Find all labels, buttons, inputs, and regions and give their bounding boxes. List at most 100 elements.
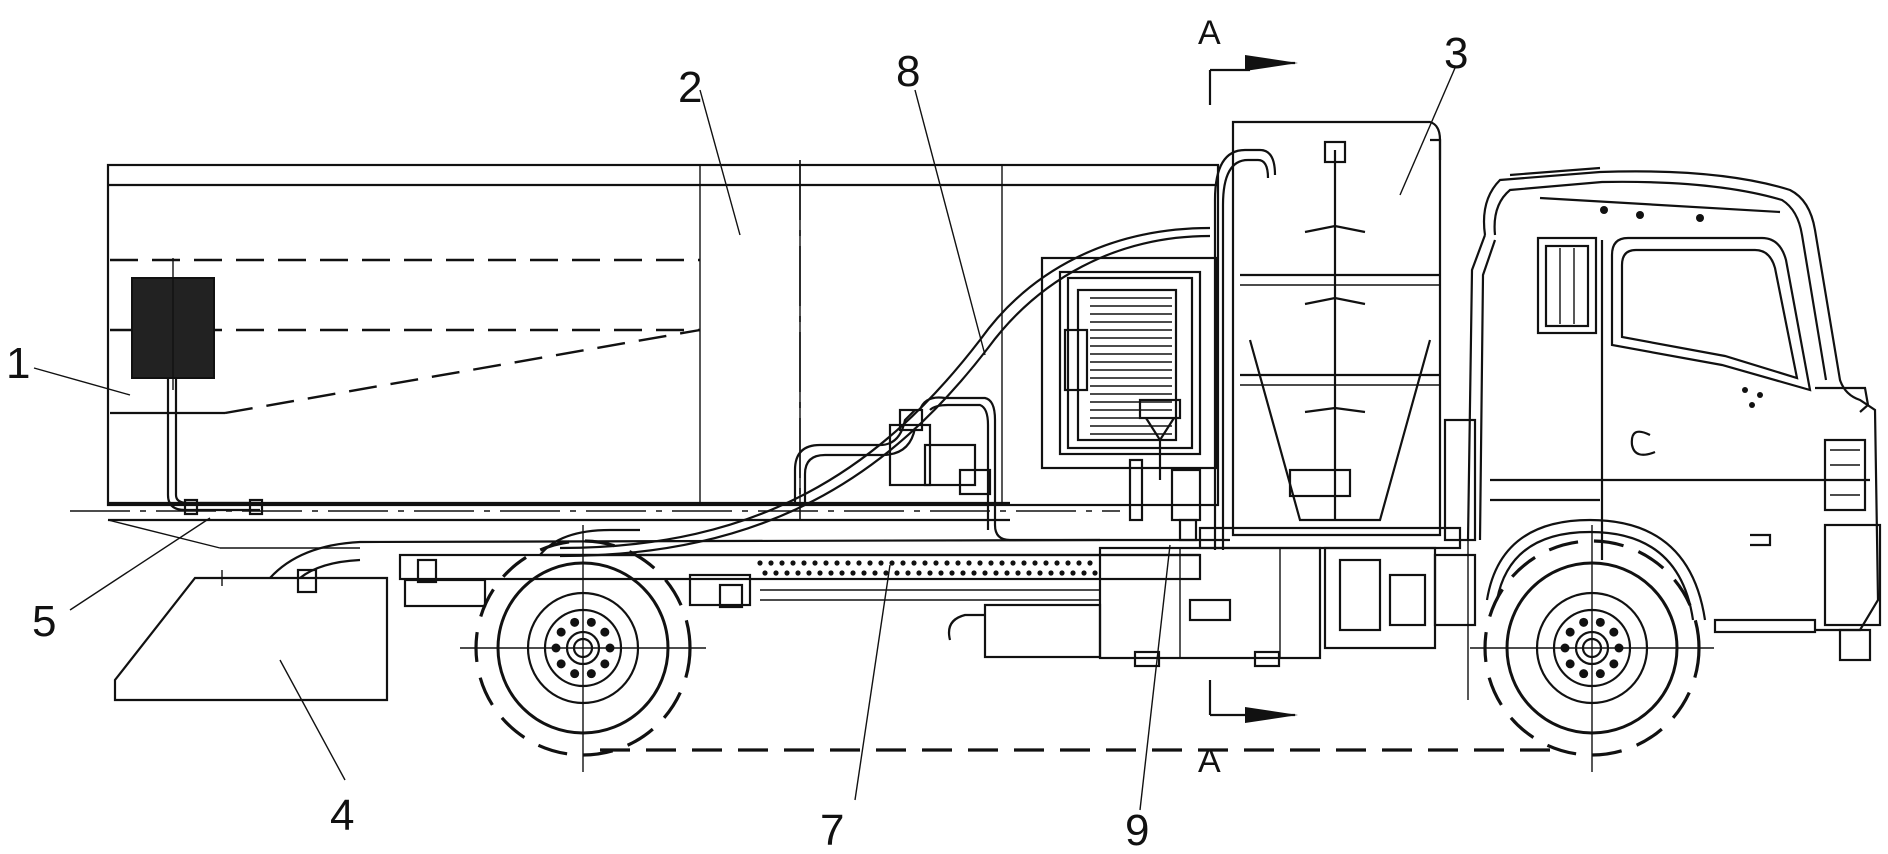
label-8: 8 bbox=[896, 47, 920, 96]
rivet bbox=[1092, 570, 1098, 576]
chassis-frame bbox=[398, 553, 1202, 601]
rivet bbox=[1081, 570, 1087, 576]
label-1: 1 bbox=[6, 339, 30, 388]
rivet bbox=[922, 560, 928, 566]
label-2: 2 bbox=[678, 63, 702, 112]
front-wheel-bolts bbox=[1560, 617, 1624, 679]
rivet bbox=[1048, 570, 1054, 576]
rivet bbox=[1065, 560, 1071, 566]
wheel-bolt bbox=[1565, 627, 1575, 637]
rivet bbox=[823, 560, 829, 566]
rivet bbox=[1043, 560, 1049, 566]
rivet bbox=[1087, 560, 1093, 566]
rivet bbox=[993, 570, 999, 576]
label-5: 5 bbox=[32, 597, 56, 646]
rivet bbox=[784, 570, 790, 576]
wheel-bolt bbox=[605, 643, 615, 653]
rivet bbox=[768, 560, 774, 566]
wheel-bolt bbox=[1595, 617, 1605, 627]
rivet bbox=[889, 560, 895, 566]
section-line-a-a bbox=[1208, 55, 1298, 723]
rivet bbox=[988, 560, 994, 566]
leader-lines bbox=[33, 67, 1456, 811]
rivet bbox=[828, 570, 834, 576]
wheel-bolt bbox=[1579, 617, 1589, 627]
pump-assembly bbox=[793, 396, 1230, 542]
section-mark-top: A bbox=[1198, 14, 1221, 52]
label-7: 7 bbox=[820, 806, 844, 854]
wheel-bolt bbox=[1609, 659, 1619, 669]
wheel-bolt bbox=[1565, 659, 1575, 669]
chassis-rivets bbox=[757, 560, 1098, 576]
truck-cab bbox=[1466, 166, 1882, 662]
front-hopper bbox=[1198, 120, 1462, 550]
rivet bbox=[911, 560, 917, 566]
rivet bbox=[779, 560, 785, 566]
rivet bbox=[999, 560, 1005, 566]
rivet bbox=[960, 570, 966, 576]
rivet bbox=[1059, 570, 1065, 576]
rivet bbox=[850, 570, 856, 576]
rivet bbox=[795, 570, 801, 576]
rivet bbox=[883, 570, 889, 576]
wheel-bolt bbox=[556, 659, 566, 669]
hose-8 bbox=[559, 226, 1211, 558]
engine-block bbox=[1323, 418, 1477, 650]
label-9: 9 bbox=[1125, 806, 1149, 854]
wheel-bolt bbox=[600, 627, 610, 637]
wheel-bolt bbox=[1595, 669, 1605, 679]
rivet bbox=[949, 570, 955, 576]
rivet bbox=[900, 560, 906, 566]
wheel-bolt bbox=[1609, 627, 1619, 637]
wheel-bolt bbox=[570, 617, 580, 627]
rivet bbox=[1032, 560, 1038, 566]
wheel-bolt bbox=[586, 669, 596, 679]
valve-9 bbox=[1128, 398, 1202, 542]
rivet bbox=[801, 560, 807, 566]
lower-tank bbox=[947, 546, 1322, 668]
rivet bbox=[894, 570, 900, 576]
rivet bbox=[867, 560, 873, 566]
equipment-bay bbox=[1040, 256, 1218, 470]
rivet bbox=[845, 560, 851, 566]
rivet bbox=[977, 560, 983, 566]
rear-sweeper-box bbox=[113, 538, 1101, 702]
wheel-bolt bbox=[1614, 643, 1624, 653]
rivet bbox=[757, 560, 763, 566]
rivet bbox=[933, 560, 939, 566]
rivet bbox=[773, 570, 779, 576]
wheel-bolt bbox=[551, 643, 561, 653]
wheel-bolt bbox=[600, 659, 610, 669]
rivet bbox=[872, 570, 878, 576]
rivet bbox=[1037, 570, 1043, 576]
rear-wheel bbox=[460, 525, 706, 772]
rivet bbox=[905, 570, 911, 576]
rivet bbox=[762, 570, 768, 576]
rivet bbox=[944, 560, 950, 566]
front-wheel bbox=[1467, 525, 1714, 772]
rivet bbox=[982, 570, 988, 576]
rivet bbox=[966, 560, 972, 566]
rear-lamp-panel bbox=[131, 258, 215, 495]
wheel-bolt bbox=[1579, 669, 1589, 679]
rivet bbox=[1026, 570, 1032, 576]
wheel-bolt bbox=[556, 627, 566, 637]
rear-wheel-bolts bbox=[551, 617, 615, 679]
rivet bbox=[955, 560, 961, 566]
rivet bbox=[790, 560, 796, 566]
rivet bbox=[971, 570, 977, 576]
rivet bbox=[861, 570, 867, 576]
rivet bbox=[916, 570, 922, 576]
rivet bbox=[1054, 560, 1060, 566]
rivet bbox=[1015, 570, 1021, 576]
rivet bbox=[839, 570, 845, 576]
rivet bbox=[1004, 570, 1010, 576]
rivet bbox=[1070, 570, 1076, 576]
rivet bbox=[927, 570, 933, 576]
pipe-5 bbox=[166, 494, 264, 516]
rivet bbox=[1010, 560, 1016, 566]
rivet bbox=[1021, 560, 1027, 566]
wheel-bolt bbox=[1560, 643, 1570, 653]
wheel-bolt bbox=[570, 669, 580, 679]
